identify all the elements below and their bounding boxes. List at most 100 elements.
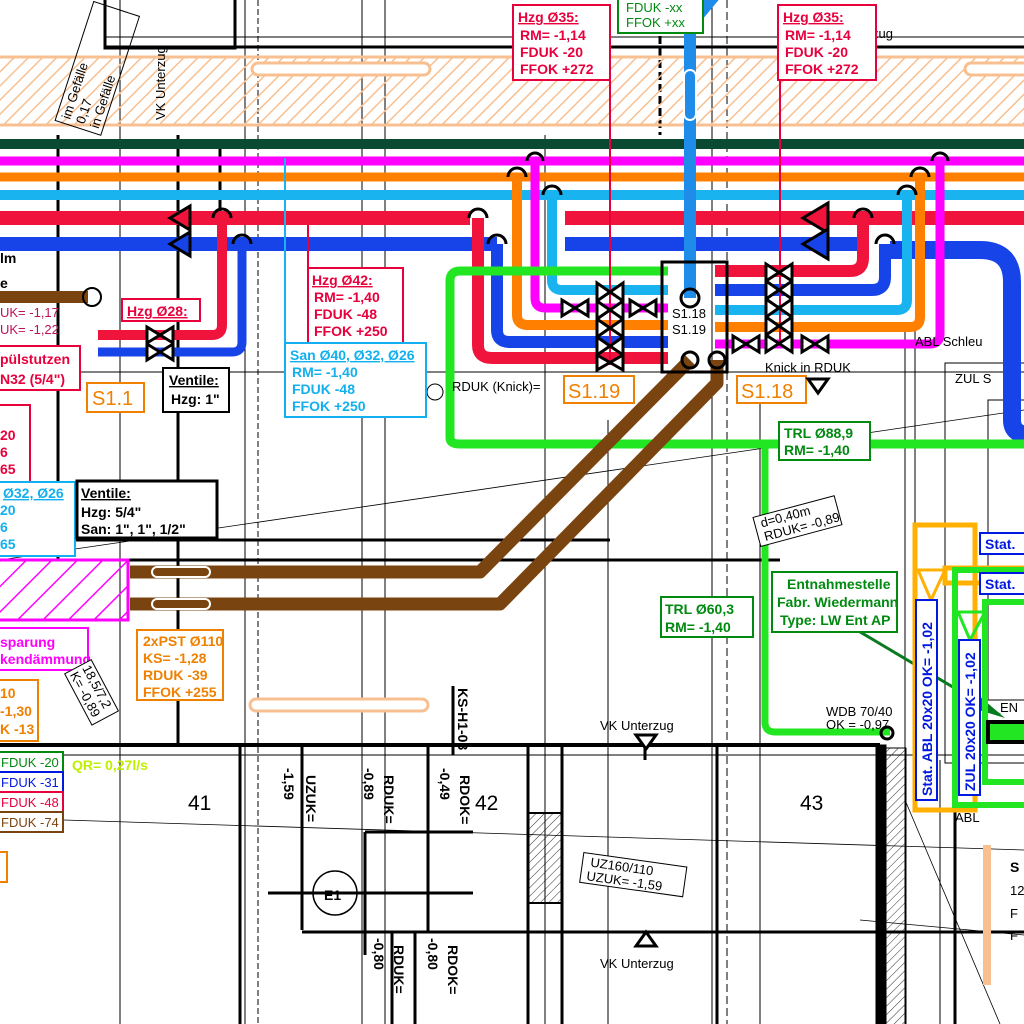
pipe-branch-heating-return	[98, 244, 247, 357]
label-title: 2xPST Ø110	[143, 633, 223, 649]
tag-s1-19: S1.19	[563, 375, 635, 404]
legend-item: FDUK -31	[1, 775, 59, 790]
insulation-hatch	[0, 558, 130, 622]
label-title: Ventile:	[81, 485, 131, 501]
label-orange-partial: 10 -1,30 K -13	[0, 679, 39, 742]
label-line: FFOK +250	[314, 323, 388, 339]
label-line: 6	[0, 444, 8, 460]
label-line: FFOK +272	[785, 61, 859, 77]
abl-label: ABL	[955, 810, 980, 825]
en-label: EN	[1000, 700, 1018, 715]
label-line: 6	[0, 519, 8, 535]
label-line: Stat. ABL 20x20 OK= -1,02	[919, 622, 935, 796]
beam-opening	[248, 697, 430, 713]
cleanout-icon	[426, 383, 444, 401]
label-line: kendämmung	[0, 651, 91, 667]
label-uz160: UZ160/110 UZUK= -1,59	[579, 852, 688, 898]
riser-icon	[909, 166, 931, 178]
legend-item: FDUK -74	[1, 815, 59, 830]
label-title: San Ø40, Ø32, Ø26	[290, 347, 415, 363]
pipe-mains	[0, 0, 1024, 736]
label-san: San Ø40, Ø32, Ø26 RM= -1,40 FDUK -48 FFO…	[284, 342, 427, 418]
label-zul-duct: ZUL 20x20 OK= -1,02	[958, 639, 981, 796]
valve-stack-icon	[764, 261, 794, 355]
check-valves	[167, 200, 830, 262]
check-valve-icon	[800, 226, 830, 262]
riser-icon	[231, 233, 253, 245]
level-marker-icon	[805, 377, 831, 396]
fduk-legend: FDUK -20 FDUK -31 FDUK -48 FDUK -74	[0, 751, 64, 833]
label-entnahmestelle: Entnahmestelle Fabr. Wiedermann Type: LW…	[771, 571, 898, 633]
rdok-label: RDOK=	[445, 945, 461, 994]
shaft-tag: S1.19	[672, 322, 706, 337]
orange-fragment-box	[0, 851, 8, 883]
pipe-drop-circulation	[530, 161, 668, 313]
label-fragment: 12	[1010, 883, 1024, 898]
riser-icon	[525, 151, 545, 162]
note-fragment: zug	[872, 26, 893, 41]
vk-unterzug-label: VK Unterzug	[600, 718, 674, 733]
e1-marker: E1	[324, 887, 341, 903]
rduk-value: -0,80	[371, 938, 387, 970]
riser-icon	[211, 207, 233, 219]
label-line: N32 (5/4")	[0, 371, 65, 387]
label-riser-green: FDUK -xx FFOK +xx	[617, 0, 704, 34]
uzuk-value: -1,59	[281, 768, 297, 800]
label-blue-partial: Ø32, Ø26 20 6 65	[0, 481, 76, 557]
riser-icon	[467, 207, 489, 219]
label-line: KS= -1,28	[143, 650, 207, 666]
label-line: ZUL 20x20 OK= -1,02	[962, 652, 978, 791]
label-line: 20	[0, 427, 16, 443]
check-valve-icon	[167, 229, 192, 259]
tag-text: S1.19	[568, 381, 620, 403]
label-line: RM= -1,40	[665, 619, 731, 635]
vk-unterzug-label: VK Unterzug	[600, 956, 674, 971]
label-title: Hzg Ø42:	[312, 272, 373, 288]
e1-marker-circle	[312, 870, 358, 916]
label-fragment: UK= -1,22	[0, 322, 59, 337]
note-line: 0,17	[73, 97, 95, 126]
riser-icon	[541, 184, 563, 196]
beam-opening	[963, 61, 1024, 77]
label-red-partial: 20 6 65	[0, 404, 31, 483]
label-line: FDUK -20	[785, 44, 848, 60]
label-line: Hzg: 5/4"	[81, 504, 141, 520]
tag-s1-18: S1.18	[736, 375, 807, 404]
label-ventile-2: Ventile: Hzg: 5/4" San: 1", 1", 1/2"	[75, 479, 219, 540]
outlet-icon	[879, 725, 895, 741]
label-line: FDUK -xx	[626, 0, 683, 15]
rdok-value: -0,49	[437, 768, 453, 800]
label-slope-note: 18,5/7,2 K= -0,89	[64, 659, 120, 726]
label-fragment: S	[1010, 859, 1019, 875]
gate-valves[interactable]	[145, 261, 830, 373]
label-line: RM= -1,40	[314, 289, 380, 305]
label-line: Hzg: 1"	[171, 391, 220, 407]
label-trl-60: TRL Ø60,3 RM= -1,40	[660, 596, 754, 638]
label-hzg42: Hzg Ø42: RM= -1,40 FDUK -48 FFOK +250	[307, 267, 404, 344]
label-line: K -13	[0, 721, 34, 737]
label-line: Stat.	[985, 536, 1015, 552]
pipe-drop-heating-return	[491, 244, 668, 348]
label-line: 65	[0, 536, 16, 552]
label-title: TRL Ø88,9	[784, 425, 853, 441]
waste-riser-icon	[707, 350, 727, 370]
label-title: Hzg Ø28:	[127, 303, 188, 319]
knick-label: Knick in RDUK	[765, 360, 851, 375]
riser-icon	[852, 207, 874, 219]
pipe-rise-heating-supply	[715, 218, 869, 277]
label-hzg28: Hzg Ø28:	[121, 298, 201, 322]
label-line: RM= -1,14	[785, 27, 851, 43]
pipe-drop-heating-supply	[472, 218, 668, 364]
wdb-level-label: OK = -0,97	[826, 717, 889, 732]
label-line: San: 1", 1", 1/2"	[81, 521, 186, 537]
label-line: Entnahmestelle	[787, 576, 891, 592]
tag-s1-1: S1.1	[86, 382, 145, 413]
label-fragment: F	[1010, 906, 1018, 921]
riser-symbols	[82, 151, 950, 916]
room-number-42: 42	[475, 792, 498, 815]
rduk-value: -0,89	[361, 768, 377, 800]
pipe-couplings	[151, 69, 697, 610]
label-fragment: UK= -1,17	[0, 305, 59, 320]
valve-icon	[628, 297, 658, 319]
label-spuelstutzen: pülstutzen N32 (5/4")	[0, 345, 81, 391]
